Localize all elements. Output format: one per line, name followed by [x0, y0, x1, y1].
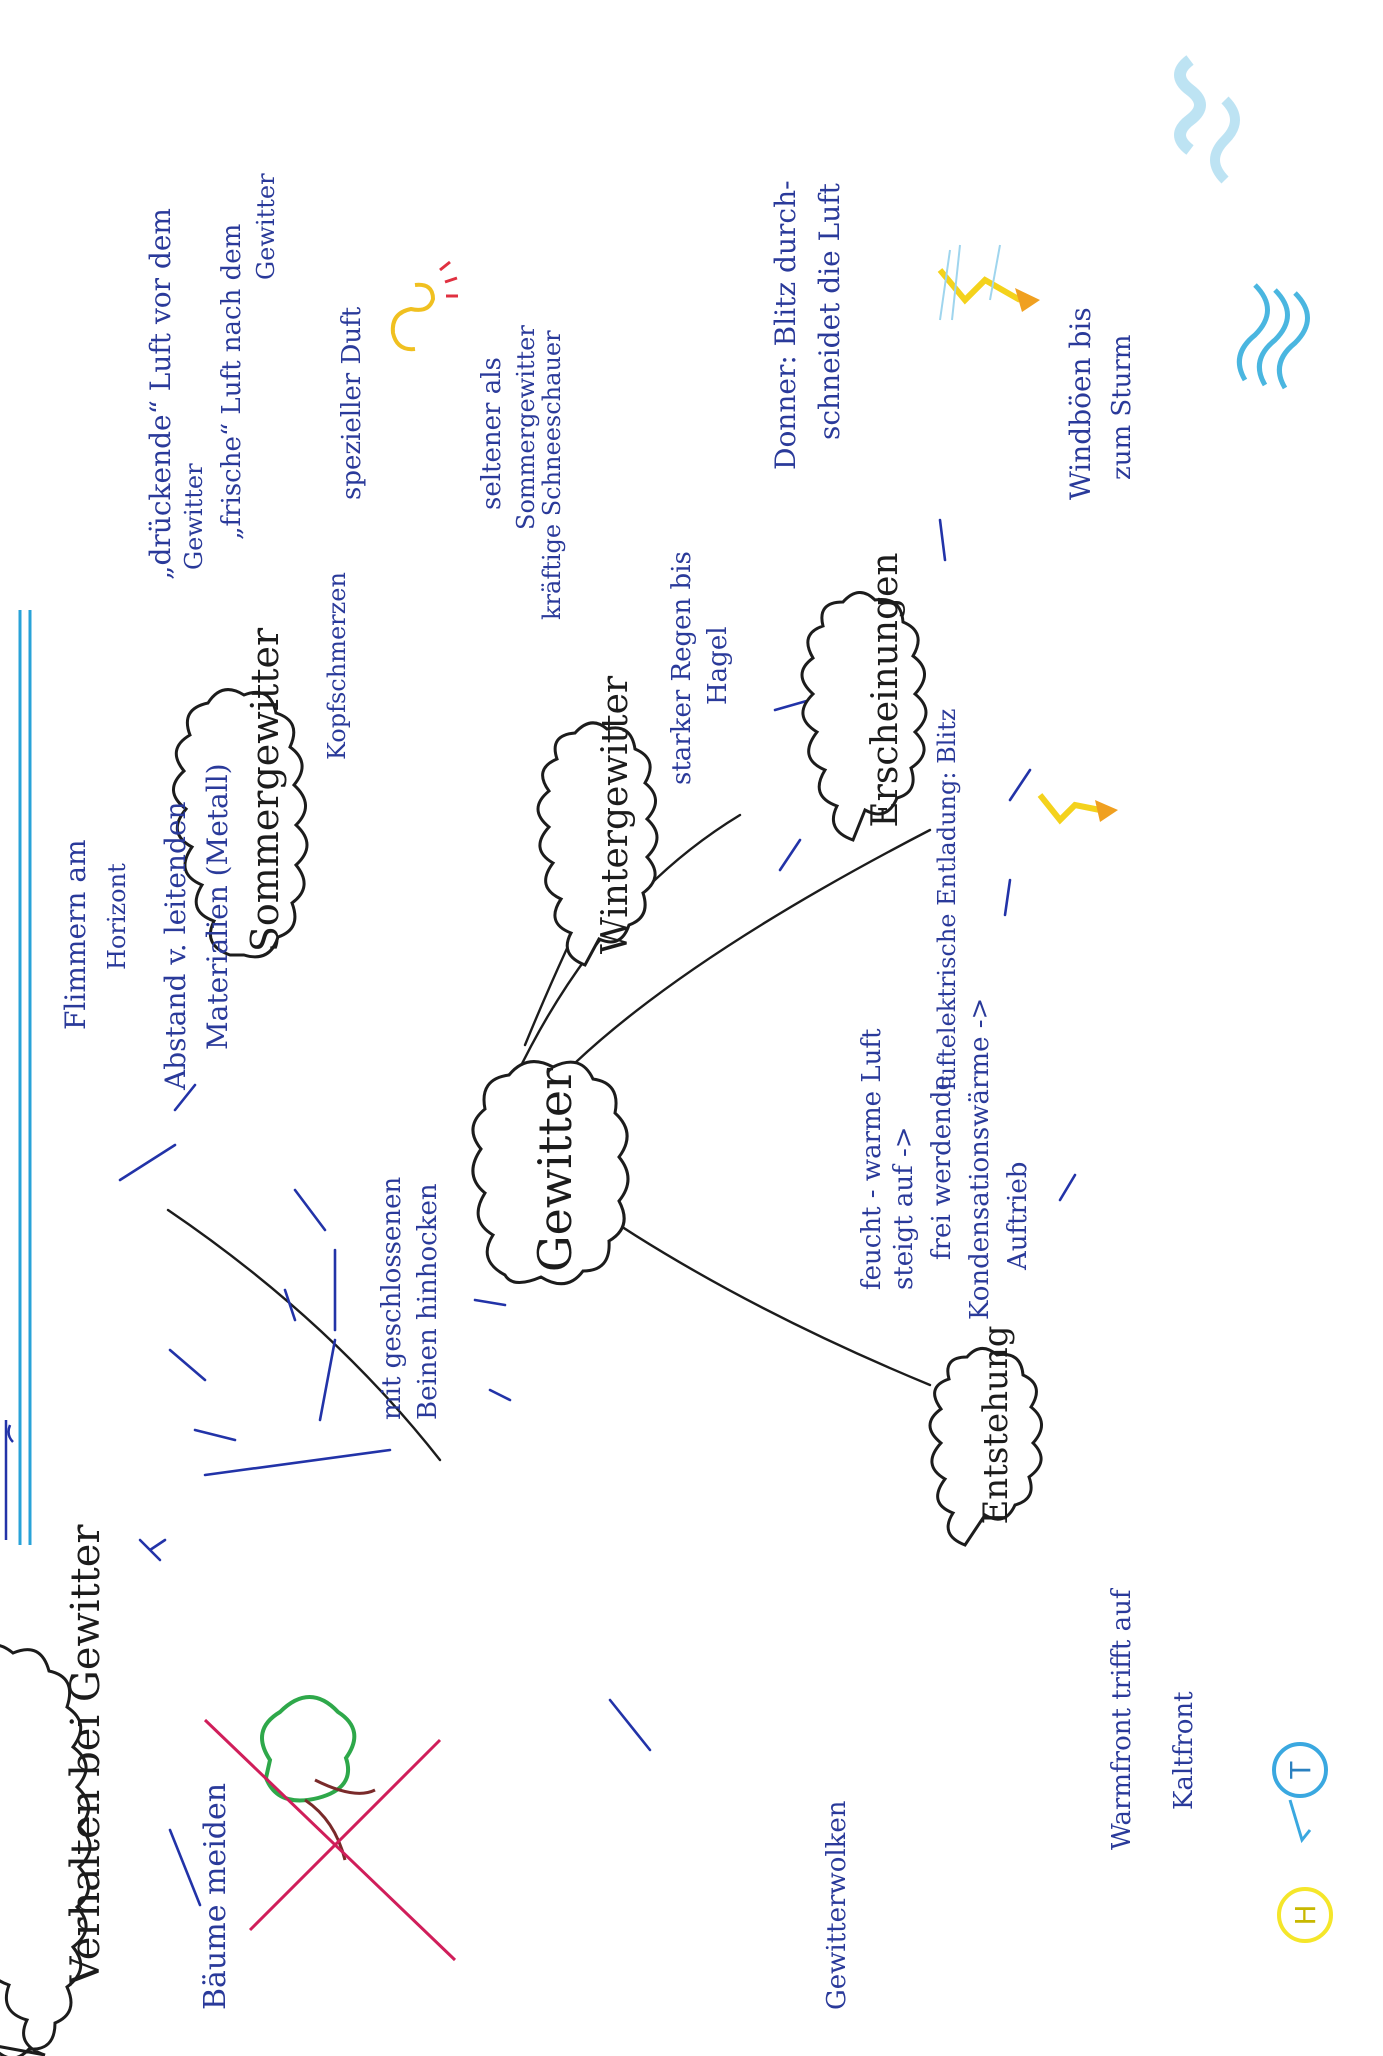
note-regen-line1: starker Regen bis	[667, 551, 697, 785]
node-winter: Wintergewitter	[536, 675, 659, 967]
note-beine-line1: mit geschlossenen	[377, 1176, 407, 1420]
note-front: Warmfront trifft auf Kaltfront	[1107, 1587, 1199, 1850]
note-donner: Donner: Blitz durch- schneidet die Luft	[769, 180, 846, 470]
note-duft: spezieller Duft	[337, 306, 367, 500]
note-wind-line1: Windböen bis	[1064, 307, 1097, 500]
node-erscheinungen: Erscheinungen	[800, 552, 928, 842]
note-schnee: kräftige Schneeschauer	[538, 330, 566, 620]
note-frische-line1: „frische“ Luft nach dem	[217, 224, 247, 540]
note-beine: mit geschlossenen Beinen hinhocken	[377, 1176, 443, 1420]
note-kopf-text: Kopfschmerzen	[323, 572, 351, 760]
high-pressure-label: H	[1289, 1904, 1322, 1925]
note-seltener: seltener als Sommergewitter	[477, 325, 540, 530]
wind-icon	[1174, 55, 1240, 184]
center-node: Gewitter	[471, 1060, 630, 1286]
note-beine-line2: Beinen hinhocken	[413, 1183, 443, 1420]
lightning-icon	[1037, 793, 1118, 825]
node-verhalten-label: Verhalten bei Gewitter	[63, 1524, 109, 1987]
low-pressure-label: T	[1284, 1761, 1317, 1780]
note-feucht-line3: frei werdende	[927, 1075, 957, 1260]
note-flimmern: Flimmern am Horizont	[59, 839, 131, 1030]
note-wind-line2: zum Sturm	[1107, 335, 1137, 480]
node-sommer-label: Sommergewitter	[243, 627, 287, 952]
note-flimmern-line2: Horizont	[103, 863, 131, 970]
note-entladung-text: luftelektrische Entladung: Blitz	[933, 709, 961, 1090]
note-abstand-line1: Abstand v. leitenden	[159, 802, 192, 1091]
note-wolken-text: Gewitterwolken	[822, 1800, 852, 2010]
note-drueckend-line1: „drückende“ Luft vor dem	[144, 208, 177, 580]
low-pressure-icon: T	[1272, 1742, 1328, 1844]
note-frische-line2: Gewitter	[252, 173, 280, 280]
note-entladung: luftelektrische Entladung: Blitz	[933, 709, 961, 1090]
note-drueckend: „drückende“ Luft vor dem Gewitter	[144, 208, 208, 580]
note-feucht: feucht - warme Luft steigt auf -> frei w…	[857, 998, 1033, 1320]
center-label: Gewitter	[528, 1068, 582, 1272]
note-donner-line2: schneidet die Luft	[813, 182, 846, 440]
edge-verhalten	[166, 1208, 442, 1462]
node-sommer: Sommergewitter	[172, 627, 309, 959]
note-flimmern-line1: Flimmern am	[59, 839, 92, 1030]
node-erscheinungen-label: Erscheinungen	[865, 552, 906, 827]
title-rule	[4, 610, 32, 1545]
note-wolken: Gewitterwolken	[822, 1800, 852, 2010]
note-schnee-text: kräftige Schneeschauer	[538, 330, 566, 620]
lightning-icon	[937, 244, 1040, 321]
note-front-line2: Kaltfront	[1169, 1691, 1199, 1810]
note-regen: starker Regen bis Hagel	[667, 551, 733, 785]
node-entstehung-label: Entstehung	[976, 1325, 1016, 1524]
note-wind: Windböen bis zum Sturm	[1064, 307, 1137, 500]
note-feucht-line4: Kondensationswärme ->	[965, 998, 995, 1320]
note-seltener-line1: seltener als	[477, 357, 507, 510]
note-front-line1: Warmfront trifft auf	[1107, 1587, 1137, 1850]
note-feucht-line2: steigt auf ->	[889, 1126, 919, 1290]
note-baeume: Bäume meiden	[198, 1783, 233, 2010]
note-abstand-line2: Materialien (Metall)	[201, 763, 234, 1050]
note-feucht-line5: Auftrieb	[1003, 1162, 1033, 1271]
node-entstehung: Entstehung	[928, 1325, 1043, 1547]
smell-icon	[390, 260, 458, 352]
wind-icon	[1236, 283, 1310, 390]
note-donner-line1: Donner: Blitz durch-	[769, 180, 802, 470]
note-abstand: Abstand v. leitenden Materialien (Metall…	[159, 763, 234, 1091]
note-seltener-line2: Sommergewitter	[512, 325, 540, 530]
note-kopf: Kopfschmerzen	[323, 572, 351, 760]
note-frische: „frische“ Luft nach dem Gewitter	[217, 173, 280, 540]
note-drueckend-line2: Gewitter	[180, 463, 208, 570]
tree-icon	[203, 1695, 457, 1962]
node-winter-label: Wintergewitter	[595, 675, 636, 954]
note-duft-text: spezieller Duft	[337, 306, 367, 500]
blue-branches	[118, 518, 1077, 1907]
note-regen-line2: Hagel	[703, 626, 733, 705]
note-baeume-text: Bäume meiden	[198, 1783, 233, 2010]
note-feucht-line1: feucht - warme Luft	[857, 1028, 887, 1290]
node-verhalten: Verhalten bei Gewitter	[0, 1524, 109, 2056]
high-pressure-icon: H	[1277, 1887, 1333, 1943]
